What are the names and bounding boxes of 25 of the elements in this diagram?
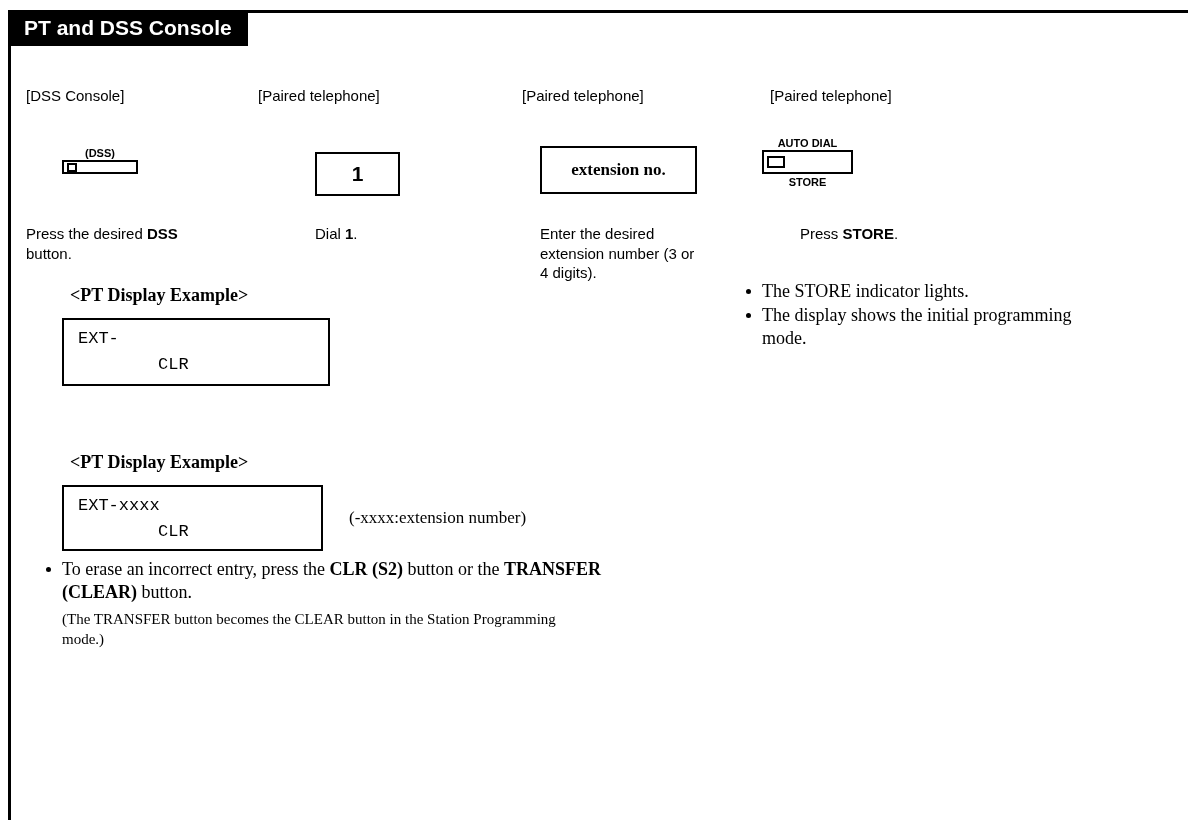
dial-key: 1	[315, 152, 400, 196]
console-heading: [DSS Console]	[26, 86, 125, 106]
console-heading: [Paired telephone]	[770, 86, 892, 106]
note-text: (-xxxx:extension number)	[349, 508, 527, 528]
section-title: PT and DSS Console	[8, 10, 248, 46]
display-example-heading: <PT Display Example>	[70, 284, 249, 307]
display-example-heading: <PT Display Example>	[70, 451, 249, 474]
console-heading: [Paired telephone]	[258, 86, 380, 106]
instruction-text: Press the desired DSS button.	[26, 224, 179, 263]
display-text: EXT-xxxx	[78, 495, 161, 517]
note-text: To erase an incorrect entry, press the CLR (S2) button or the TRANSFER (CLEAR) button.	[62, 559, 601, 603]
key-label: (DSS)	[85, 146, 115, 160]
display-text: CLR	[157, 354, 190, 376]
console-heading: [Paired telephone]	[522, 86, 644, 106]
instruction-text: Press STORE.	[800, 224, 899, 244]
instruction-text: Dial 1.	[315, 224, 358, 244]
display-text: EXT-	[78, 328, 120, 350]
entry-box: extension no.	[540, 146, 697, 194]
note-text: The display shows the initial programming mode.	[762, 305, 1072, 349]
footnote-text: (The TRANSFER button becomes the CLEAR button in the Station Programming mode.)	[62, 610, 557, 649]
key-label: STORE	[788, 175, 827, 190]
note-text: The STORE indicator lights.	[762, 281, 969, 301]
display-text: CLR	[157, 521, 190, 543]
key-label: AUTO DIAL	[777, 136, 838, 150]
instruction-text: Enter the desired extension number (3 or 4 digits).	[540, 224, 696, 283]
